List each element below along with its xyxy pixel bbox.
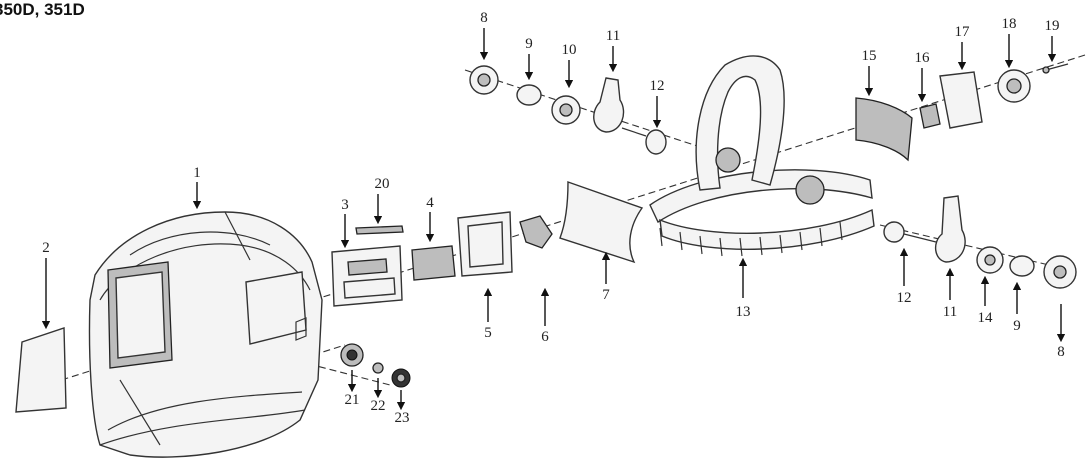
callout-8-lower: 8 — [1057, 344, 1065, 360]
callout-arrows — [41, 28, 1066, 411]
part-13-headgear — [649, 55, 875, 257]
part-18-adjust-knob — [997, 69, 1031, 103]
callout-14: 14 — [978, 310, 994, 326]
callout-19: 19 — [1045, 18, 1060, 34]
part-2-outer-cover-lens — [15, 327, 67, 413]
callout-7: 7 — [602, 287, 610, 303]
callout-4: 4 — [426, 195, 434, 211]
part-14-nut — [976, 246, 1004, 274]
callout-22: 22 — [371, 398, 386, 414]
part-20-battery — [355, 225, 404, 235]
part-17-cover — [939, 71, 983, 129]
callout-15: 15 — [862, 48, 877, 64]
part-7-flexible-sheet — [559, 181, 644, 264]
part-4-inner-cover-lens — [411, 245, 456, 281]
part-12-upper-spring-shaft — [621, 127, 667, 155]
part-9-lower-washer — [1009, 255, 1035, 277]
callout-3: 3 — [341, 197, 349, 213]
callout-12-upper: 12 — [650, 78, 665, 94]
callout-20: 20 — [375, 176, 390, 192]
part-1-helmet-shell — [88, 211, 323, 458]
callout-18: 18 — [1002, 16, 1017, 32]
callout-9-lower: 9 — [1013, 318, 1021, 334]
part-16-clip — [919, 103, 941, 129]
callout-2: 2 — [42, 240, 50, 256]
part-22-small-knob — [372, 362, 384, 374]
callout-17: 17 — [955, 24, 971, 40]
callout-21: 21 — [345, 392, 360, 408]
callout-11-upper: 11 — [606, 28, 620, 44]
callout-23: 23 — [395, 410, 410, 426]
callout-1: 1 — [193, 165, 201, 181]
callout-12-lower: 12 — [897, 290, 912, 306]
part-9-upper-washer — [516, 84, 542, 106]
page-title: 350D, 351D — [0, 0, 85, 19]
callout-10: 10 — [562, 42, 577, 58]
part-15-sweatband-pad — [855, 97, 913, 162]
callout-5: 5 — [484, 325, 492, 341]
callout-8-upper: 8 — [480, 10, 488, 26]
part-3-adf-holder-frame — [331, 245, 403, 307]
callout-6: 6 — [541, 329, 549, 345]
part-8-lower-knob — [1043, 255, 1077, 289]
callout-9-upper: 9 — [525, 36, 533, 52]
part-11-lower-angle-plate — [935, 195, 966, 263]
part-23-knob-cap — [391, 368, 411, 388]
part-10-ratchet — [551, 95, 581, 125]
part-19-screw — [1042, 63, 1069, 74]
callout-11-lower: 11 — [943, 304, 957, 320]
callout-labels: 1 2 3 4 5 6 7 8 9 10 11 12 13 15 16 17 1… — [42, 10, 1065, 426]
callout-13: 13 — [736, 304, 751, 320]
part-8-upper-knob — [469, 65, 499, 95]
part-12-lower-spring-shaft — [883, 221, 937, 243]
part-6-clip — [519, 215, 553, 249]
part-11-upper-angle-plate — [593, 77, 625, 133]
part-21-control-knob — [340, 343, 364, 367]
part-5-lens-retainer-frame — [457, 211, 513, 277]
callout-16: 16 — [915, 50, 931, 66]
